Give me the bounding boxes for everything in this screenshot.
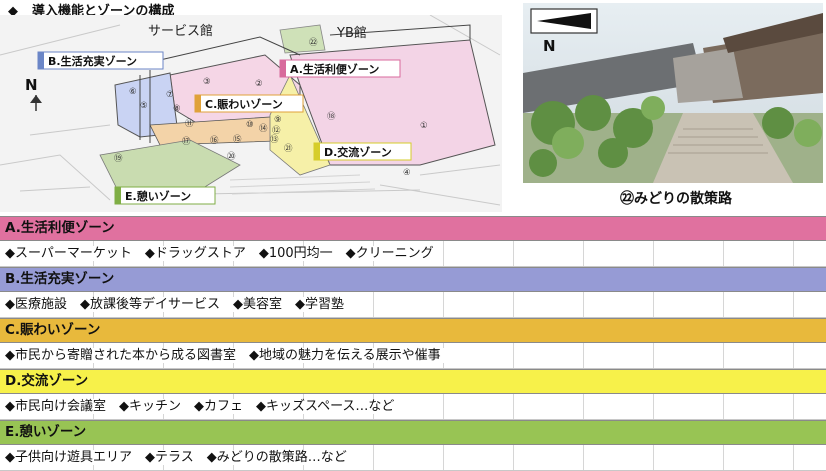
service-building-label: サービス館 — [148, 24, 213, 39]
zone-label-d: D.交流ゾーン — [324, 145, 392, 159]
facility-number: ⑨ — [274, 115, 282, 125]
facility-numbers: ① ② ③ ④ ⑤ ⑥ ⑦ ⑧ ⑨ ⑩ ⑪ ⑫ ⑬ ⑭ ⑮ ⑯ ⑰ ⑱ ⑲ ⑳ … — [114, 38, 428, 178]
zone-items-c: ◆市民から寄贈された本から成る図書室 ◆地域の魅力を伝える展示や催事 — [0, 343, 826, 369]
site-plan-map: サービス館 YB館 N B.生活充実ゾーン A.生活利便ゾーン C.賑わいゾーン… — [0, 15, 502, 212]
zone-items-text: ◆市民向け会議室 ◆キッチン ◆カフェ ◆キッズスペース…など — [5, 399, 399, 414]
facility-number: ⑭ — [259, 124, 268, 134]
north-arrow-icon: N — [530, 8, 598, 55]
facility-number: ⑳ — [227, 152, 236, 162]
zone-table: A.生活利便ゾーン ◆スーパーマーケット ◆ドラッグストア ◆100円均一 ◆ク… — [0, 216, 826, 471]
facility-number: ⑧ — [173, 104, 181, 114]
facility-number: ⑱ — [327, 112, 336, 122]
zone-items-a: ◆スーパーマーケット ◆ドラッグストア ◆100円均一 ◆クリーニング — [0, 241, 826, 267]
facility-number: ⑲ — [114, 154, 123, 164]
facility-number: ⑤ — [140, 101, 148, 111]
zone-heading-a: A.生活利便ゾーン — [0, 216, 826, 241]
facility-number: ⑫ — [272, 126, 281, 136]
zone-heading-c: C.賑わいゾーン — [0, 318, 826, 343]
facility-number: ② — [255, 79, 263, 89]
zone-label-e: E.憩いゾーン — [125, 189, 191, 203]
zone-label-b: B.生活充実ゾーン — [48, 54, 137, 68]
facility-number: ⑦ — [166, 90, 174, 100]
facility-number: ㉒ — [309, 38, 318, 48]
facility-number: ③ — [203, 77, 211, 87]
facility-number: ⑯ — [210, 136, 219, 146]
yb-building-label: YB館 — [336, 26, 367, 41]
zone-items-b: ◆医療施設 ◆放課後等デイサービス ◆美容室 ◆学習塾 — [0, 292, 826, 318]
svg-text:N: N — [25, 76, 38, 94]
zone-items-text: ◆子供向け遊具エリア ◆テラス ◆みどりの散策路…など — [5, 450, 351, 465]
facility-number: ⑬ — [270, 135, 279, 145]
walkway-rendering-image: N — [523, 3, 823, 183]
zone-items-text: ◆市民から寄贈された本から成る図書室 ◆地域の魅力を伝える展示や催事 — [5, 348, 445, 363]
facility-number: ㉑ — [284, 144, 293, 154]
zone-label-c: C.賑わいゾーン — [205, 97, 283, 111]
zone-items-text: ◆医療施設 ◆放課後等デイサービス ◆美容室 ◆学習塾 — [5, 297, 348, 312]
svg-text:N: N — [543, 37, 556, 55]
zone-heading-d: D.交流ゾーン — [0, 369, 826, 394]
zone-heading-b: B.生活充実ゾーン — [0, 267, 826, 292]
zone-items-text: ◆スーパーマーケット ◆ドラッグストア ◆100円均一 ◆クリーニング — [5, 246, 438, 261]
facility-number: ⑪ — [185, 119, 194, 129]
photo-caption: ㉒みどりの散策路 — [620, 191, 732, 207]
north-arrow-icon: N — [25, 76, 42, 111]
title-bullet: ◆ — [8, 4, 18, 19]
facility-number: ① — [420, 121, 428, 131]
facility-number: ⑮ — [233, 135, 242, 145]
facility-number: ⑥ — [129, 87, 137, 97]
facility-number: ⑰ — [182, 137, 191, 147]
zone-items-e: ◆子供向け遊具エリア ◆テラス ◆みどりの散策路…など — [0, 445, 826, 471]
facility-number: ⑩ — [246, 120, 254, 130]
zone-label-a: A.生活利便ゾーン — [290, 62, 379, 76]
facility-number: ④ — [403, 168, 411, 178]
zone-items-d: ◆市民向け会議室 ◆キッチン ◆カフェ ◆キッズスペース…など — [0, 394, 826, 420]
zone-heading-e: E.憩いゾーン — [0, 420, 826, 445]
